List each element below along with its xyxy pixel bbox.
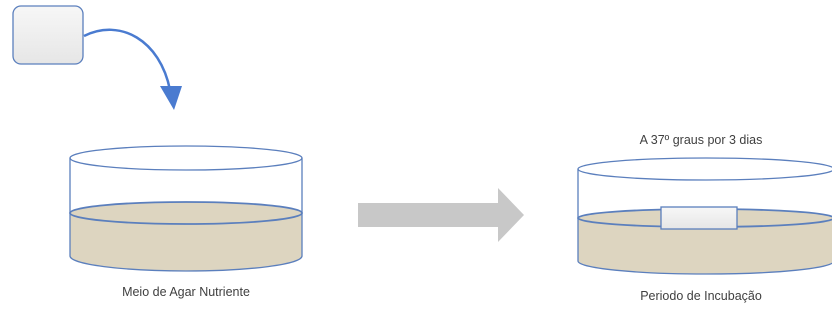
incubation-period-label: Periodo de Incubação (640, 289, 762, 303)
agar-layer (70, 213, 302, 271)
curved-arrow-icon (83, 28, 182, 110)
agar-surface (69, 201, 303, 225)
agar-layer (578, 218, 832, 274)
sample-square-icon (12, 5, 84, 65)
petri-dish-agar (69, 145, 303, 272)
incubation-condition-label: A 37º graus por 3 dias (640, 133, 763, 147)
agar-medium-label: Meio de Agar Nutriente (122, 285, 250, 299)
sample-on-agar (660, 206, 738, 230)
petri-dish-incubated (577, 157, 832, 275)
dish-rim (577, 157, 832, 181)
dish-rim (69, 145, 303, 171)
right-arrow-icon (358, 188, 524, 242)
